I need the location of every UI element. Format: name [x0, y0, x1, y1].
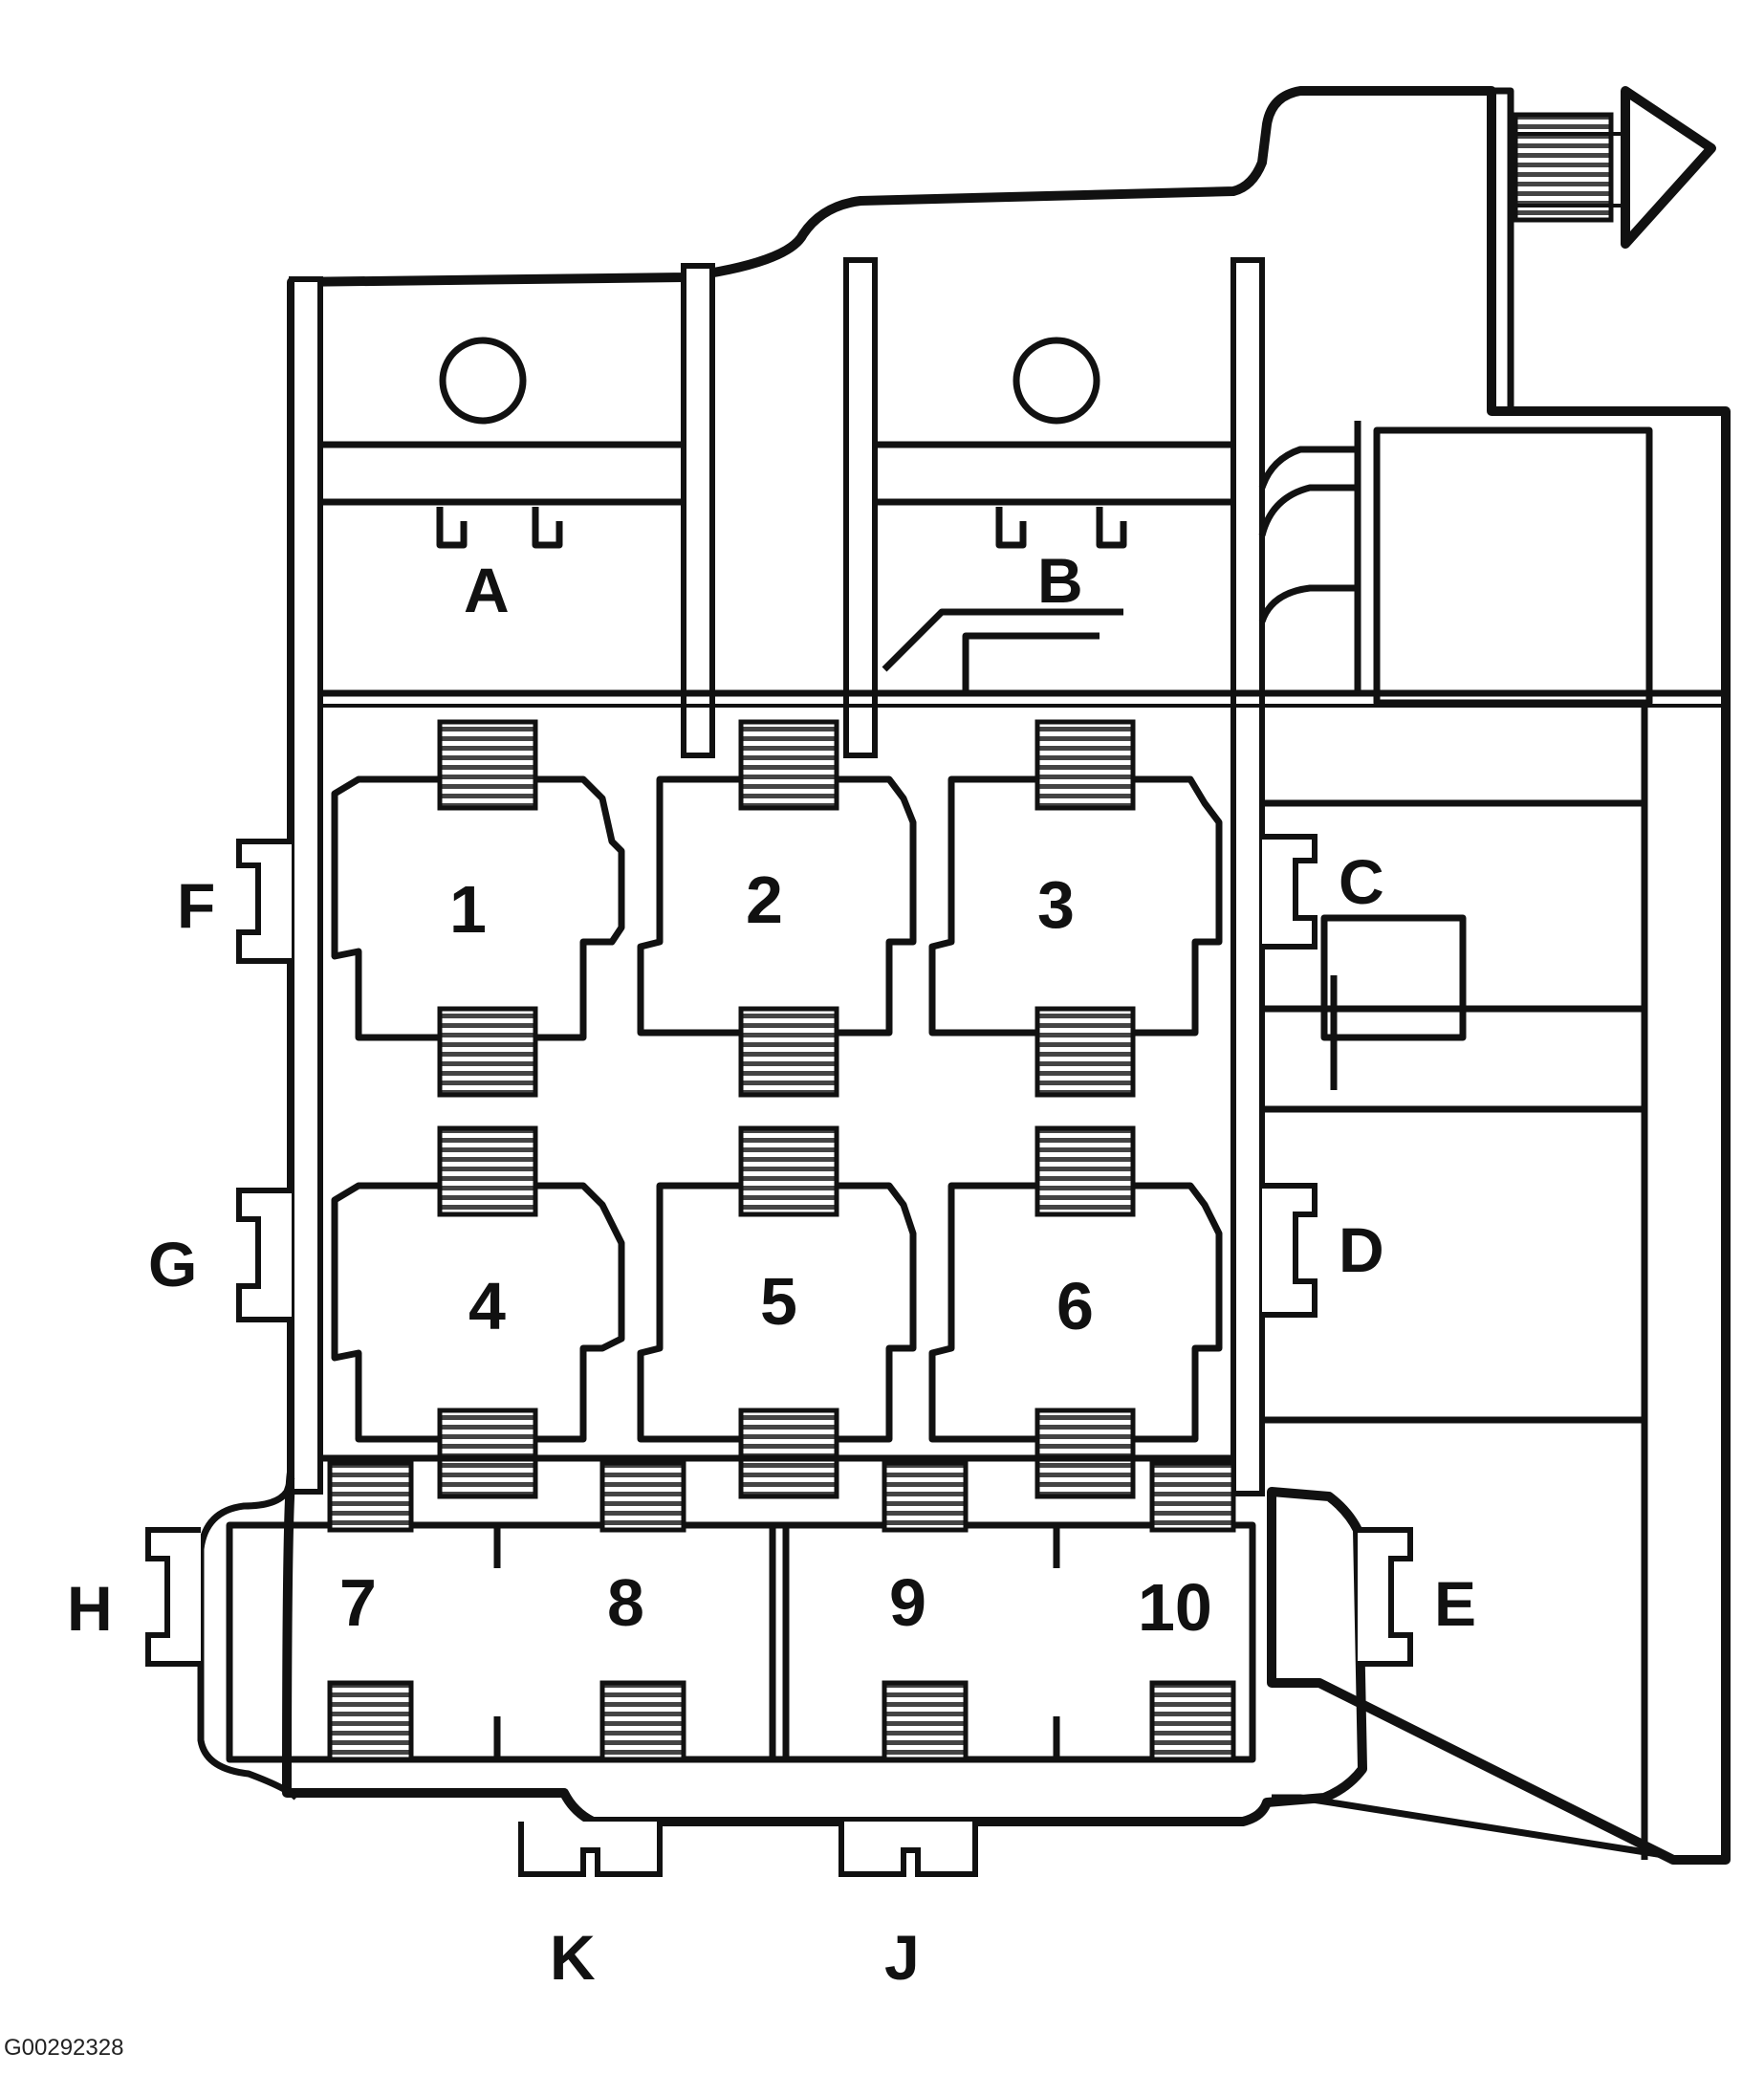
mounting-hole-right [1013, 337, 1100, 425]
connector-label-b: B [1037, 545, 1083, 616]
connector-label-e: E [1434, 1568, 1476, 1639]
relay-number-7: 7 [339, 1565, 377, 1640]
connector-label-k: K [550, 1922, 596, 1993]
relay-number-8: 8 [607, 1565, 644, 1640]
mounting-hole-left [439, 337, 527, 425]
connector-label-h: H [67, 1573, 113, 1644]
harness-plug [1488, 86, 1716, 415]
relay-position-numbers: 1 2 3 4 5 6 7 8 9 10 [339, 862, 1212, 1645]
relay-socket-shapes [331, 775, 1223, 1443]
lower-relay-row [197, 1454, 1256, 1801]
vertical-rails [289, 257, 1265, 1496]
connector-label-c: C [1339, 846, 1384, 917]
relay-number-2: 2 [746, 862, 783, 937]
connector-labels: A B C D E F G H J K [67, 545, 1476, 1993]
connector-label-f: F [177, 870, 215, 941]
relay-number-5: 5 [760, 1264, 797, 1339]
panel-housing [282, 86, 1731, 1865]
relay-number-6: 6 [1056, 1269, 1094, 1343]
connector-label-a: A [464, 555, 510, 625]
upper-compartment [320, 337, 1726, 708]
relay-number-4: 4 [468, 1269, 506, 1343]
right-compartment [1258, 421, 1653, 1860]
connector-label-j: J [884, 1922, 920, 1993]
relay-number-3: 3 [1037, 867, 1075, 942]
connector-label-g: G [148, 1229, 197, 1299]
side-connector-clips [145, 834, 1413, 1877]
connector-label-d: D [1339, 1214, 1384, 1285]
relay-number-10: 10 [1138, 1570, 1212, 1645]
relay-clip-slots [437, 719, 1136, 1499]
image-code: G00292328 [4, 2035, 124, 2061]
relay-number-9: 9 [889, 1565, 926, 1640]
relay-number-1: 1 [449, 872, 487, 947]
